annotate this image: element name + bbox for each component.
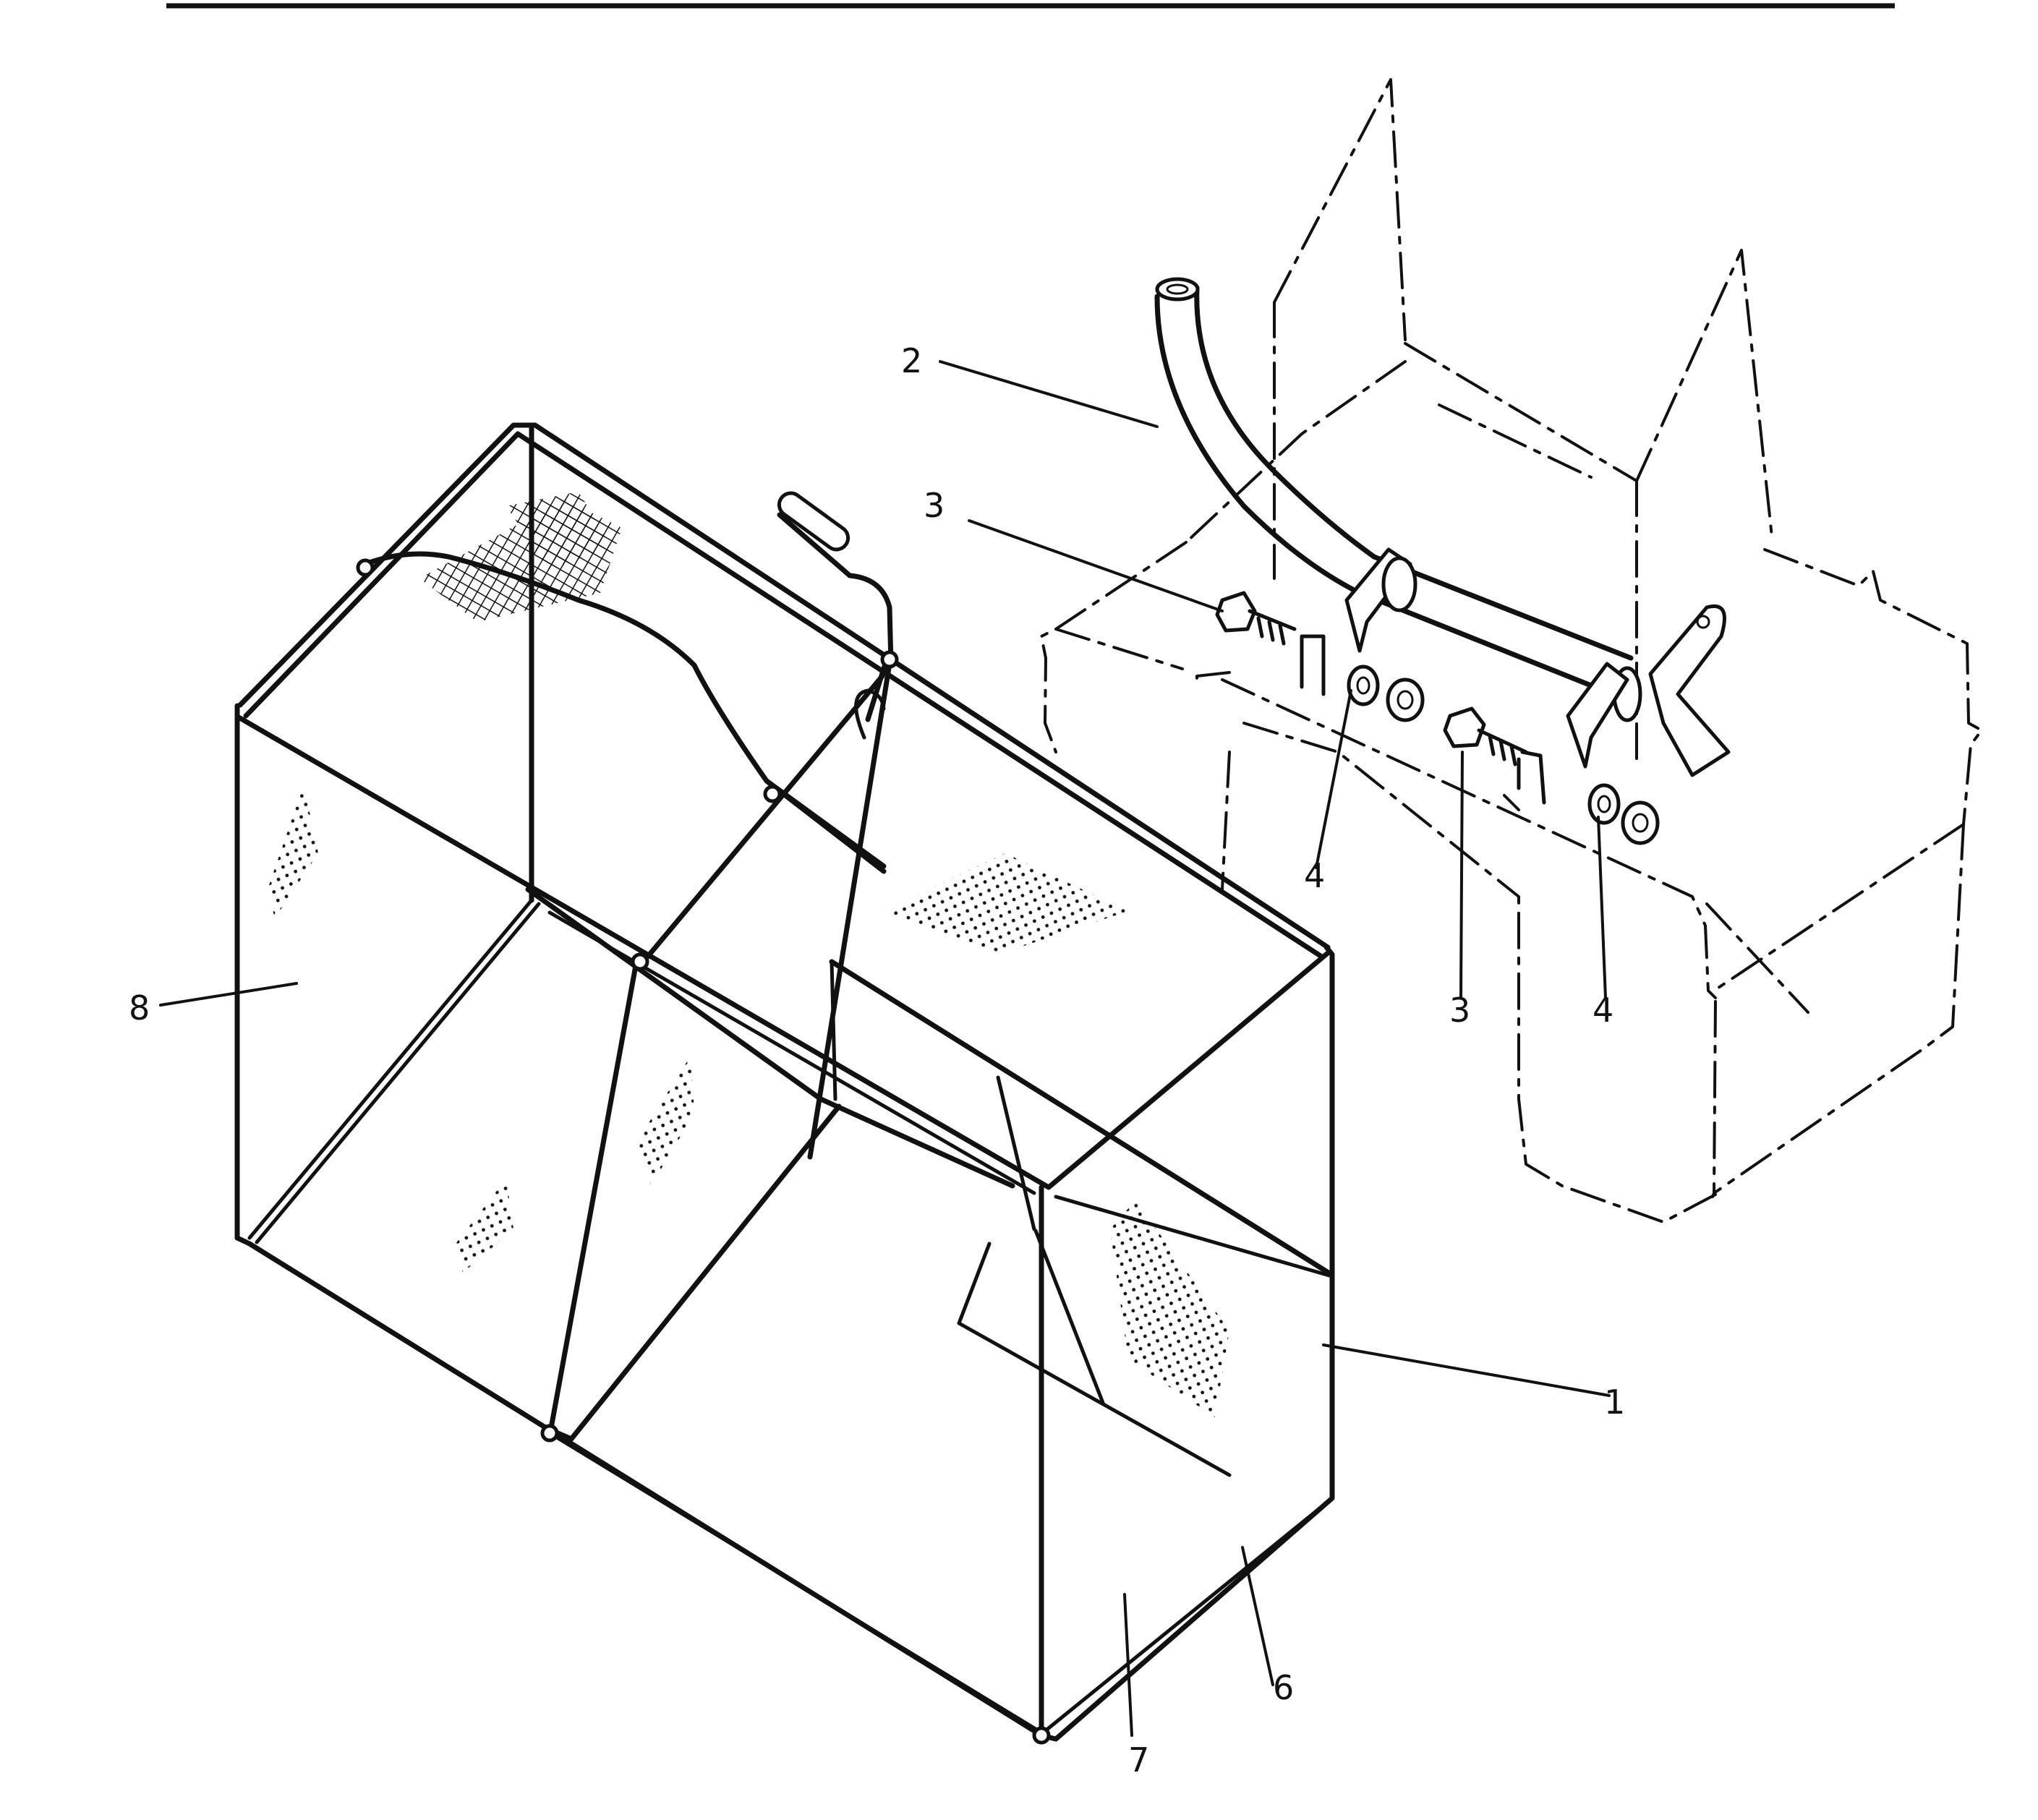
handle-grip [777,491,850,552]
mower-deck [1040,78,1983,1223]
leader-lines [159,360,1611,1737]
callouts: 1 2 3 4 3 4 6 7 8 [129,341,1625,1780]
callout-2: 2 [901,341,922,380]
bolt-right [1443,706,1486,748]
latch-arm [1648,604,1731,777]
callout-4-left: 4 [1304,856,1325,895]
hinge-assembly [1154,277,1731,845]
callout-8: 8 [129,988,150,1028]
callout-1: 1 [1604,1383,1625,1422]
hinge-bracket-right [1566,662,1629,769]
callout-3-bottom: 3 [1449,991,1470,1030]
bolt-left [1215,591,1257,633]
callout-7: 7 [1128,1740,1149,1780]
hinge-rod [1154,294,1363,596]
callout-6: 6 [1273,1668,1294,1707]
mesh-top-patch [506,492,611,571]
callout-4-right: 4 [1593,991,1613,1030]
grass-catcher [234,422,1335,1745]
callout-3-top: 3 [924,486,945,525]
